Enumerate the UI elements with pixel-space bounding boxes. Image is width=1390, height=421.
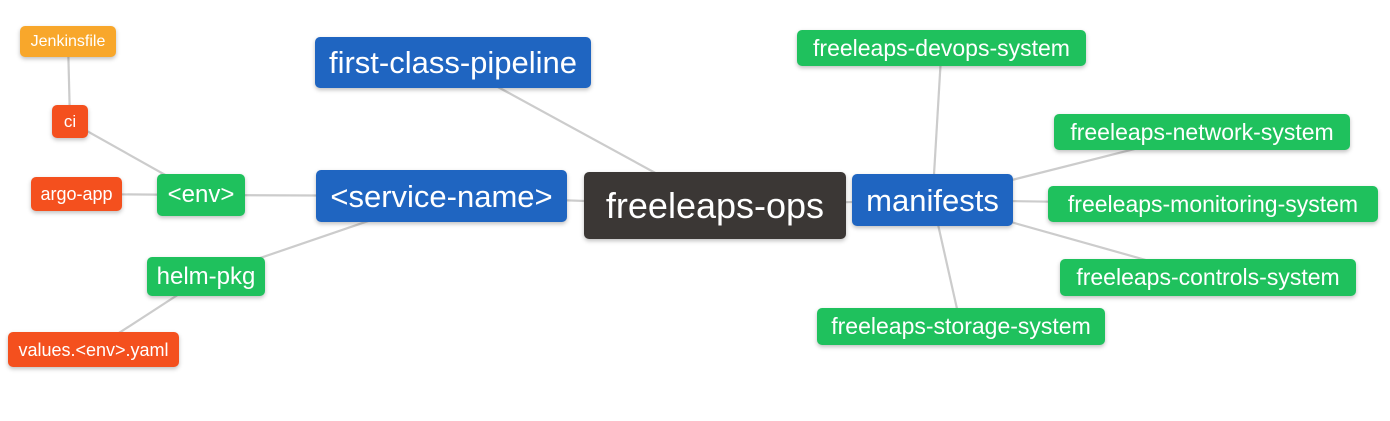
node-first-class-pipeline[interactable]: first-class-pipeline [315, 37, 591, 88]
node-freeleaps-network-system[interactable]: freeleaps-network-system [1054, 114, 1350, 150]
node-freeleaps-storage-system[interactable]: freeleaps-storage-system [817, 308, 1105, 345]
node-ci[interactable]: ci [52, 105, 88, 138]
node-env[interactable]: <env> [157, 174, 245, 216]
node-freeleaps-ops[interactable]: freeleaps-ops [584, 172, 846, 239]
node-service-name[interactable]: <service-name> [316, 170, 567, 222]
node-manifests[interactable]: manifests [852, 174, 1013, 226]
node-freeleaps-controls-system[interactable]: freeleaps-controls-system [1060, 259, 1356, 296]
node-freeleaps-monitoring-system[interactable]: freeleaps-monitoring-system [1048, 186, 1378, 222]
node-jenkinsfile[interactable]: Jenkinsfile [20, 26, 116, 57]
node-helm-pkg[interactable]: helm-pkg [147, 257, 265, 296]
node-argo-app[interactable]: argo-app [31, 177, 122, 211]
node-values-env-yaml[interactable]: values.<env>.yaml [8, 332, 179, 367]
node-freeleaps-devops-system[interactable]: freeleaps-devops-system [797, 30, 1086, 66]
